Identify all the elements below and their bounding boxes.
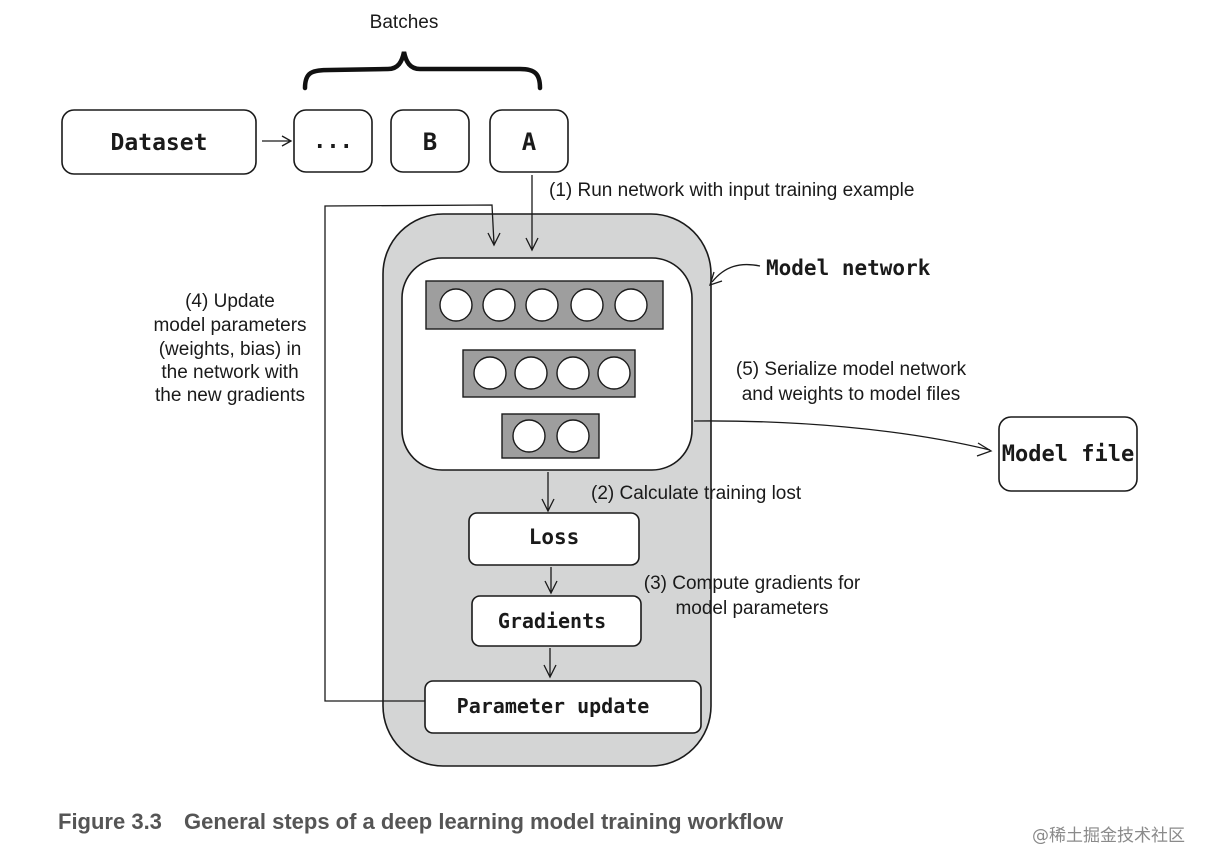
neuron [570, 288, 604, 322]
batches-title: Batches [370, 12, 439, 33]
step5-label: (5) Serialize model network and weights … [736, 359, 967, 405]
step1-label: (1) Run network with input training exam… [549, 180, 914, 201]
neuron [525, 288, 559, 322]
batch-a-label: A [522, 128, 537, 156]
model-file-label: Model file [1002, 442, 1134, 467]
parameter-update-node: Parameter update [424, 680, 702, 734]
svg-text:the network with: the network with [161, 362, 298, 383]
neuron [482, 288, 516, 322]
step4-label: (4) Update model parameters (weights, bi… [153, 291, 306, 406]
dataset-node: Dataset [61, 109, 257, 175]
svg-text:(5) Serialize model network: (5) Serialize model network [736, 359, 967, 380]
svg-text:(weights, bias) in: (weights, bias) in [159, 339, 302, 360]
batch-ellipsis: ... [293, 109, 373, 173]
neuron [556, 419, 590, 453]
batches-brace [302, 51, 543, 91]
svg-text:(3) Compute gradients for: (3) Compute gradients for [644, 573, 861, 594]
step3-label: (3) Compute gradients for model paramete… [644, 573, 861, 619]
batch-b: B [390, 109, 470, 173]
loss-label: Loss [529, 525, 580, 549]
neuron [597, 356, 631, 390]
model-file-node: Model file [998, 416, 1138, 492]
figure-text: General steps of a deep learning model t… [184, 809, 784, 834]
neuron [514, 356, 548, 390]
svg-text:(4) Update: (4) Update [185, 291, 275, 312]
batch-a: A [489, 109, 569, 173]
neuron [512, 419, 546, 453]
neuron [614, 288, 648, 322]
neuron [556, 356, 590, 390]
svg-text:model parameters: model parameters [675, 598, 828, 619]
svg-text:the new gradients: the new gradients [155, 385, 305, 406]
step2-label: (2) Calculate training lost [591, 483, 802, 504]
gradients-node: Gradients [471, 595, 642, 647]
batch-ellipsis-label: ... [313, 129, 353, 154]
batch-b-label: B [423, 128, 437, 156]
watermark: @稀土掘金技术社区 [1032, 826, 1185, 846]
parameter-update-label: Parameter update [457, 694, 650, 718]
gradients-label: Gradients [498, 609, 606, 633]
svg-text:model parameters: model parameters [153, 315, 306, 336]
svg-text:and weights to model files: and weights to model files [742, 384, 961, 405]
dataset-label: Dataset [111, 130, 208, 156]
figure-caption: Figure 3.3 General steps of a deep learn… [58, 809, 784, 834]
model-network-panel [401, 257, 693, 471]
neuron [439, 288, 473, 322]
figure-number: Figure 3.3 [58, 809, 162, 834]
loss-node: Loss [468, 512, 640, 566]
neuron [473, 356, 507, 390]
model-network-label: Model network [766, 256, 931, 280]
